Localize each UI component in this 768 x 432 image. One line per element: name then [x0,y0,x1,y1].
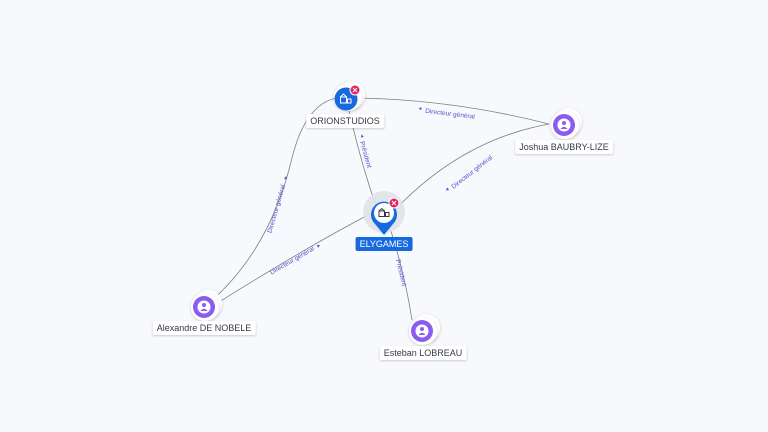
node-elygames[interactable] [363,191,405,235]
node-label-elygames[interactable]: ELYGAMES [355,237,413,251]
edge-label-arrow: ▸ [283,176,290,181]
person-icon [197,300,211,314]
edge-alexandre-elygames[interactable] [215,212,373,305]
edge-label-joshua-orion: Directeur général [425,108,476,121]
edge-joshua-orionstudios[interactable] [357,97,550,125]
edge-label-alex-orion: Directeur général [267,184,288,234]
node-alexandre[interactable] [191,290,222,321]
node-joshua[interactable] [551,108,582,139]
node-label-orionstudios[interactable]: ORIONSTUDIOS [306,114,384,128]
node-orionstudios[interactable] [334,81,365,111]
edge-alexandre-orionstudios[interactable] [209,97,337,303]
node-label-alexandre[interactable]: Alexandre DE NOBELE [152,321,256,335]
edge-label-alex-ely: Directeur général [269,245,316,276]
edge-label-arrow: ◂ [358,134,365,139]
edge-label-arrow: ▸ [316,243,322,250]
closed-badge [388,197,400,209]
person-icon [415,324,429,338]
node-esteban[interactable] [409,314,440,345]
person-icon [557,118,571,132]
node-label-esteban[interactable]: Esteban LOBREAU [379,346,467,360]
edge-label-ely-esteban: Président [394,259,407,288]
company-icon [340,93,352,104]
closed-badge [349,84,361,96]
node-label-joshua[interactable]: Joshua BAUBRY-LIZE [515,140,613,154]
edge-label-arrow: ◂ [444,187,450,194]
company-icon [378,207,390,217]
edge-label-arrow: ◂ [418,106,422,112]
edge-joshua-elygames[interactable] [391,123,550,214]
